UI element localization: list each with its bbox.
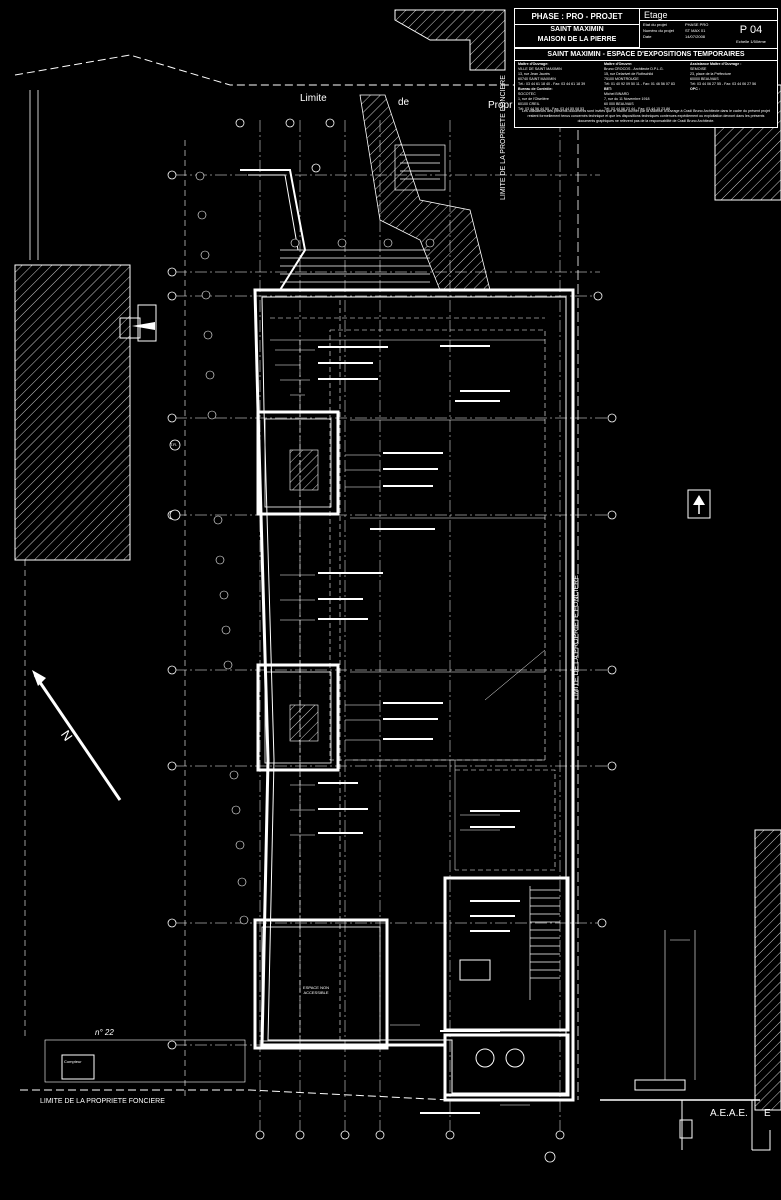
owner-line: 13, rue Jean Jaurès xyxy=(518,72,550,76)
scale: Echelle 1/50ème xyxy=(725,39,777,47)
phase-label: PHASE : PRO - PROJET xyxy=(515,9,640,25)
property-line-north xyxy=(14,54,514,86)
project-subtitle: SAINT MAXIMIN - ESPACE D'EXPOSITIONS TEM… xyxy=(515,48,777,61)
project-name: SAINT MAXIMIN MAISON DE LA PIERRE xyxy=(515,25,640,48)
assistant-line: 60000 BEAUVAIS xyxy=(690,77,719,81)
project-name-line2: MAISON DE LA PIERRE xyxy=(537,36,617,43)
control-line: SOCOTEC xyxy=(518,92,536,96)
assistant-line: 23, place de la Préfecture xyxy=(690,72,731,76)
meta-value: 14/07/2008 xyxy=(685,34,706,39)
compteur-box xyxy=(61,1054,95,1080)
room-column-1 xyxy=(256,410,340,516)
assistant-line: SEMOISE xyxy=(690,67,707,71)
label-tr: T.R. xyxy=(170,442,178,447)
exterior-stairs xyxy=(280,144,446,283)
entrance-arrow-box xyxy=(687,489,711,519)
scale-value: 1/50ème xyxy=(750,39,766,44)
control-line: Tél: 03 44 56 44 50 - Fax: 03 44 55 08 5… xyxy=(518,107,585,111)
room-stair xyxy=(443,876,570,1032)
staircase xyxy=(529,886,560,1000)
architect-cell: Maître d'Oeuvre: Bruno CROCOS - Architec… xyxy=(601,61,686,111)
room-tech xyxy=(443,1033,570,1097)
label-limite-east: LIMITE DE LA PROPRIETE FONCIERE xyxy=(573,575,580,700)
control-title: Bureau de Contrôle: xyxy=(518,87,553,91)
etage-label: Etage xyxy=(640,9,777,21)
label-compteur: Compteur xyxy=(64,1059,82,1064)
legal-note: Les utilisateurs des présents documents … xyxy=(522,109,770,123)
plan-number: P 04 xyxy=(739,24,763,36)
label-aeae: A.E.A.E. xyxy=(710,1108,748,1119)
neighbour-building-se xyxy=(754,829,781,1111)
bet-line: 7, rue du 11 Novembre 1918 xyxy=(604,97,650,101)
label-n22: n° 22 xyxy=(95,1028,114,1037)
architect-line: 15, rue Delarivet de Rothschild xyxy=(604,72,654,76)
label-e: E xyxy=(764,1108,771,1119)
north-arrow xyxy=(33,674,122,801)
meta-value: PHASE PRO xyxy=(685,22,709,27)
assistant-title: Assistance Maître d'Ouvrage : xyxy=(690,62,742,66)
bet-line: Tél: 03 44 06 23 44 - Fax: 03 44 15 23 8… xyxy=(604,107,671,111)
control-line: 1, rue de l'Oiselière xyxy=(518,97,549,101)
grid-lines xyxy=(175,120,610,1140)
label-propr: Propr xyxy=(488,100,513,111)
architect-line: Bruno CROCOS - Architecte D.P.L.G. xyxy=(604,67,664,71)
label-limite-south: LIMITE DE LA PROPRIETE FONCIERE xyxy=(40,1098,165,1105)
meta-labels: Etat du projet Numéro du projet Date xyxy=(640,22,704,47)
architect-line: 75100 MONTROUGE xyxy=(604,77,639,81)
assistant-cell: Assistance Maître d'Ouvrage : SEMOISE 23… xyxy=(687,61,777,107)
bet-line: Michel BINARD xyxy=(604,92,629,96)
label-espace: ESPACE NON ACCESSIBLE xyxy=(303,985,329,995)
meta-label: Numéro du projet xyxy=(643,28,674,33)
room-espace xyxy=(253,918,389,1050)
neighbour-building-north xyxy=(394,9,506,71)
label-limite-east-upper: LIMITE DE LA PROPRIETE FONCIERE xyxy=(500,75,507,200)
label-limite: Limite xyxy=(300,93,327,104)
owner-line: 60740 SAINT MAXIMIN xyxy=(518,77,556,81)
meta-value: ST MAX 01 xyxy=(685,28,706,33)
assistant-line: Tél: 03 44 06 27 55 - Fax: 03 44 06 27 5… xyxy=(690,82,757,86)
meta-values: PHASE PRO ST MAX 01 14/07/2008 xyxy=(685,22,725,47)
opc-title: OPC : xyxy=(690,87,700,91)
neighbour-building-west xyxy=(14,264,131,561)
bet-title: BET: xyxy=(604,87,612,91)
meta-label: Etat du projet xyxy=(643,22,667,27)
owner-line: VILLE DE SAINT MAXIMIN xyxy=(518,67,562,71)
architect-line: Tél: 01 40 92 09 50 11 - Fax: 01 46 56 0… xyxy=(604,82,675,86)
architect-title: Maître d'Oeuvre: xyxy=(604,62,633,66)
neighbour-slope xyxy=(359,94,491,291)
owner-line: Tél.: 03 44 61 18 40 - Fax: 03 44 61 18 … xyxy=(518,82,586,86)
project-name-line1: SAINT MAXIMIN xyxy=(550,26,604,33)
scale-label: Echelle xyxy=(736,39,750,44)
control-line: 60100 CREIL xyxy=(518,102,540,106)
bet-line: 60 000 BEAUVAIS xyxy=(604,102,634,106)
owner-title: Maître d'Ouvrage: xyxy=(518,62,549,66)
room-column-2 xyxy=(256,663,340,772)
title-block: PHASE : PRO - PROJET Etage SAINT MAXIMIN… xyxy=(514,8,778,128)
label-de: de xyxy=(398,97,410,108)
owner-cell: Maître d'Ouvrage: VILLE DE SAINT MAXIMIN… xyxy=(515,61,600,111)
meta-label: Date xyxy=(643,34,652,39)
